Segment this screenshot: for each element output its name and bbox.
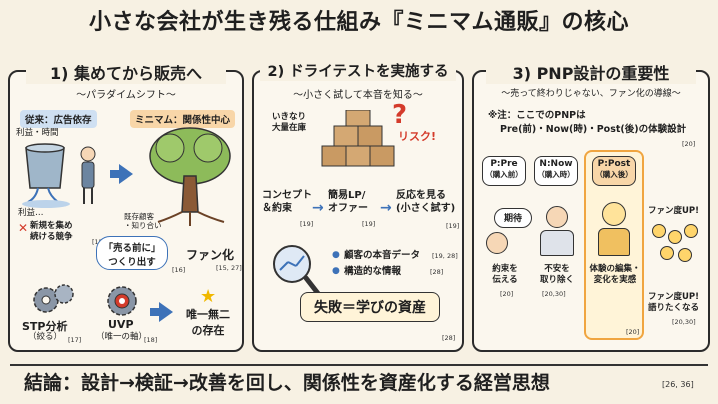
post-sub: （購入後）: [595, 170, 633, 180]
fan-face-1: [652, 224, 666, 238]
convey-promise: 約束を 伝える: [492, 264, 518, 285]
panel2-title: 2) ドライテストを実施する: [260, 60, 456, 81]
customer-pre-avatar: [486, 232, 508, 254]
tree-icon: [149, 127, 231, 226]
boxes-icon: [321, 110, 395, 167]
star-icon: ★: [200, 286, 217, 307]
remove-anxiety: 不安を 取り除く: [539, 264, 574, 285]
fan-face-5: [678, 248, 692, 262]
leaky-bucket-icon: [22, 143, 96, 208]
pnp-note-line1: ※注：ここでのPNPは: [488, 110, 586, 121]
gear-icon: [33, 284, 74, 313]
ref-19-28: [19, 28]: [432, 252, 458, 260]
pre-label: P:Pre: [490, 159, 518, 169]
arrow-icon-1: →: [312, 200, 324, 216]
bullet-icon-1: ●: [332, 250, 340, 260]
concept-promise: コンセプト ＆約束: [262, 190, 312, 214]
unique-existence: 唯一無二 の存在: [186, 308, 230, 337]
structured-info: 構造的な情報: [344, 266, 402, 277]
stp-sub: （絞る）: [28, 332, 63, 342]
stp-label: STP分析: [22, 320, 68, 333]
customer-real-data: 顧客の本音データ: [344, 250, 421, 261]
panel1-subtitle: 〜パラダイムシフト〜: [76, 90, 176, 101]
ref-18: [18]: [144, 336, 158, 344]
customer-now-avatar: [546, 206, 568, 228]
ref-20p: [20]: [500, 290, 514, 298]
ref-fan: [15, 27]: [216, 264, 242, 272]
panel3-title: 3) PNP設計の重要性: [486, 60, 696, 84]
fan-up-1: ファン度UP!: [648, 206, 700, 216]
question-icon: ?: [392, 100, 408, 130]
new-customer-competition: 新規を集め 続ける競争: [30, 221, 73, 242]
ref-28a: [28]: [430, 268, 444, 276]
panel1-arrow2-shaft: [150, 308, 160, 316]
bulk-stock-label: いきなり 大量在庫: [272, 112, 307, 133]
page-title: 小さな会社が生き残る仕組み『ミニマム通販』の核心: [88, 10, 629, 35]
ref-19a: [19]: [300, 220, 314, 228]
fan-label: ファン化: [186, 248, 235, 262]
post-box: P:Post （購入後）: [592, 156, 636, 186]
ref-20post: [20]: [626, 328, 640, 336]
profit-time-label: 利益・時間: [16, 128, 59, 138]
minimum-tag: ミニマム：関係性中心: [130, 110, 236, 128]
ref-16: [16]: [172, 266, 186, 274]
fan-face-4: [660, 246, 674, 260]
bullet-icon-2: ●: [332, 266, 340, 276]
experience-edit: 体験の編集・ 変化を実感: [589, 264, 641, 285]
ref-19b: [19]: [362, 220, 376, 228]
risk-label: リスク!: [398, 130, 437, 143]
failure-asset-label: 失敗＝学びの資産: [314, 300, 426, 316]
expect-bubble: 期待: [494, 208, 532, 228]
panel1-arrow2-head: [159, 302, 173, 322]
traditional-tag: 従来：広告依存: [20, 110, 97, 128]
watch-reaction: 反応を見る (小さく試す): [396, 190, 456, 214]
cross-icon: ✕: [18, 221, 29, 235]
ref-26-36: [26, 36]: [662, 380, 694, 389]
pre-box: P:Pre （購入前）: [482, 156, 526, 186]
panel3-subtitle: 〜売って終わりじゃない、ファン化の導線〜: [501, 89, 681, 99]
magnifier-icon: [273, 245, 323, 299]
conclusion-text: 結論：設計→検証→改善を回し、関係性を資産化する経営思想: [24, 372, 550, 394]
ref-20-30n: [20,30]: [542, 290, 566, 298]
uvp-label: UVP: [108, 318, 134, 331]
panel2-subtitle: 〜小さく試して本音を知る〜: [293, 90, 423, 101]
failure-asset-box: [300, 292, 440, 322]
ref-19c: [19]: [446, 222, 460, 230]
panel1-title: 1) 集めてから販売へ: [26, 60, 226, 84]
customer-now-body: [540, 230, 574, 256]
customer-post-body: [598, 228, 630, 256]
now-sub: （購入時）: [537, 170, 575, 180]
pnp-note-line2: Pre(前)・Now(時)・Post(後)の体験設計: [500, 124, 687, 135]
fan-up-2: ファン度UP! 語りたくなる: [648, 292, 700, 313]
panel1-arrow-head: [119, 164, 133, 184]
ref-17: [17]: [68, 336, 82, 344]
fan-face-2: [668, 230, 682, 244]
now-box: N:Now （購入時）: [534, 156, 578, 186]
before-sale-bubble: 「売る前に」 つくり出す: [96, 236, 168, 270]
customer-post-avatar: [602, 202, 626, 226]
existing-customers-label: 既存顧客 ・知り合い: [124, 212, 162, 231]
post-label: P:Post: [597, 159, 631, 169]
ref-28b: [28]: [442, 334, 456, 342]
uvp-sub: （唯一の軸）: [96, 332, 148, 342]
simple-lp-offer: 簡易LP/ オファー: [328, 190, 368, 214]
profit-leak-label: 利益…: [18, 208, 44, 218]
target-gear-icon: [107, 286, 137, 316]
conclusion-divider: [10, 364, 708, 398]
ref-20-note: [20]: [682, 140, 696, 148]
arrow-icon-2: →: [380, 200, 392, 216]
panel1-arrow-shaft: [110, 170, 120, 178]
fan-face-3: [684, 224, 698, 238]
now-label: N:Now: [539, 159, 573, 169]
ref-20-30f: [20,30]: [672, 318, 696, 326]
pre-sub: （購入前）: [485, 170, 523, 180]
